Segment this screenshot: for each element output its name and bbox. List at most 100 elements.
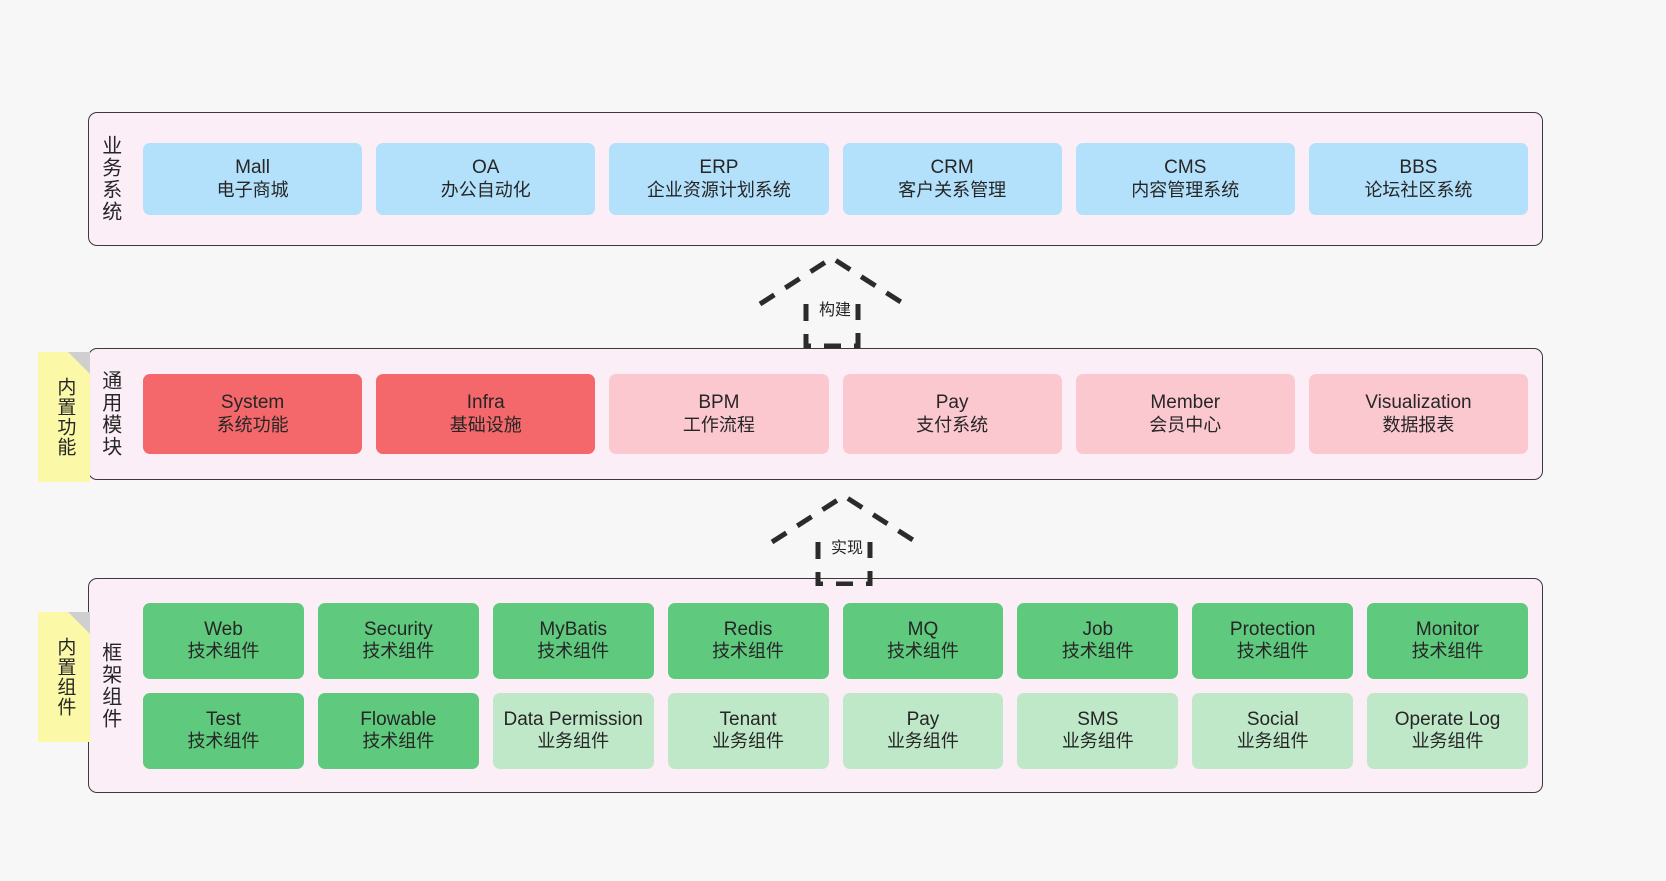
card-crm[interactable]: CRM 客户关系管理 (842, 143, 1062, 215)
card-subtitle: 技术组件 (187, 641, 260, 662)
card-bpm[interactable]: BPM 工作流程 (609, 374, 829, 454)
card-web[interactable]: Web 技术组件 (143, 602, 304, 679)
card-title: Redis (723, 618, 773, 640)
card-title: Test (206, 708, 241, 730)
card-mybatis[interactable]: MyBatis 技术组件 (492, 602, 654, 679)
layer-framework-components-label: 框架组件 (98, 641, 121, 730)
common-modules-card-grid: System 系统功能 Infra 基础设施 BPM 工作流程 Pay 支付系统… (129, 349, 1542, 479)
card-subtitle: 数据报表 (1382, 414, 1455, 435)
card-title: Social (1246, 708, 1299, 730)
card-bbs[interactable]: BBS 论坛社区系统 (1308, 143, 1529, 215)
layer-business-systems-label: 业务系统 (98, 135, 121, 223)
card-subtitle: 业务组件 (1061, 731, 1134, 752)
card-pay-component[interactable]: Pay 业务组件 (842, 692, 1004, 769)
card-subtitle: 客户关系管理 (898, 179, 1007, 200)
card-data-permission[interactable]: Data Permission 业务组件 (492, 692, 654, 769)
card-operate-log[interactable]: Operate Log 业务组件 (1367, 692, 1528, 769)
connector-build-glyph (758, 255, 906, 348)
card-title: OA (472, 157, 500, 179)
connector-implement: 实现 (768, 490, 920, 586)
note-builtin-functions: 内置功能 (38, 352, 90, 482)
card-oa[interactable]: OA 办公自动化 (376, 143, 596, 215)
card-erp[interactable]: ERP 企业资源计划系统 (609, 143, 829, 215)
card-subtitle: 技术组件 (1061, 641, 1134, 662)
card-subtitle: 企业资源计划系统 (646, 179, 791, 200)
card-subtitle: 电子商城 (216, 179, 289, 200)
card-mq[interactable]: MQ 技术组件 (842, 602, 1004, 679)
layer-framework-components: 框架组件 Web 技术组件 Security 技术组件 MyBatis 技术组件… (88, 578, 1543, 793)
card-mall[interactable]: Mall 电子商城 (143, 143, 363, 215)
card-subtitle: 支付系统 (916, 414, 989, 435)
card-monitor[interactable]: Monitor 技术组件 (1367, 602, 1528, 679)
card-subtitle: 业务组件 (1236, 731, 1309, 752)
card-redis[interactable]: Redis 技术组件 (667, 602, 829, 679)
card-title: Member (1150, 392, 1221, 414)
card-title: Data Permission (503, 708, 643, 730)
card-title: BBS (1399, 157, 1438, 179)
layer-common-modules: 通用模块 System 系统功能 Infra 基础设施 BPM 工作流程 Pay… (88, 348, 1543, 480)
card-title: BPM (698, 392, 740, 414)
card-subtitle: 业务组件 (886, 731, 959, 752)
note-builtin-functions-label: 内置功能 (54, 377, 76, 457)
card-title: MyBatis (539, 618, 607, 640)
card-subtitle: 业务组件 (537, 731, 610, 752)
card-security[interactable]: Security 技术组件 (317, 602, 479, 679)
card-subtitle: 系统功能 (216, 414, 289, 435)
card-title: CMS (1164, 157, 1207, 179)
note-builtin-components-label: 内置组件 (54, 637, 76, 717)
card-subtitle: 业务组件 (712, 731, 785, 752)
card-title: Security (363, 618, 433, 640)
card-title: Monitor (1415, 618, 1480, 640)
card-test[interactable]: Test 技术组件 (143, 692, 304, 769)
card-subtitle: 工作流程 (682, 414, 755, 435)
card-title: Tenant (719, 708, 777, 730)
card-system[interactable]: System 系统功能 (143, 374, 363, 454)
card-title: Mall (235, 157, 270, 179)
card-subtitle: 技术组件 (1411, 641, 1484, 662)
connector-implement-label: 实现 (831, 540, 864, 557)
card-infra[interactable]: Infra 基础设施 (376, 374, 596, 454)
card-title: Flowable (360, 708, 437, 730)
card-pay-module[interactable]: Pay 支付系统 (842, 374, 1062, 454)
card-title: Pay (935, 392, 969, 414)
card-title: CRM (930, 157, 974, 179)
common-modules-row: System 系统功能 Infra 基础设施 BPM 工作流程 Pay 支付系统… (143, 374, 1529, 454)
card-subtitle: 基础设施 (449, 414, 522, 435)
card-title: Web (204, 618, 243, 640)
framework-components-card-grid: Web 技术组件 Security 技术组件 MyBatis 技术组件 Redi… (129, 579, 1542, 792)
card-title: Infra (466, 392, 505, 414)
business-systems-card-grid: Mall 电子商城 OA 办公自动化 ERP 企业资源计划系统 CRM 客户关系… (129, 113, 1542, 245)
card-cms[interactable]: CMS 内容管理系统 (1075, 143, 1295, 215)
card-subtitle: 技术组件 (537, 641, 610, 662)
card-title: SMS (1077, 708, 1119, 730)
layer-business-systems: 业务系统 Mall 电子商城 OA 办公自动化 ERP 企业资源计划系统 CRM… (88, 112, 1543, 246)
note-builtin-components: 内置组件 (38, 612, 90, 742)
card-sms[interactable]: SMS 业务组件 (1017, 692, 1179, 769)
card-subtitle: 技术组件 (362, 731, 435, 752)
connector-build-label: 构建 (819, 302, 852, 319)
card-job[interactable]: Job 技术组件 (1017, 602, 1179, 679)
card-flowable[interactable]: Flowable 技术组件 (317, 692, 479, 769)
card-title: MQ (907, 618, 939, 640)
card-subtitle: 办公自动化 (440, 179, 531, 200)
card-subtitle: 业务组件 (1411, 731, 1484, 752)
card-visualization[interactable]: Visualization 数据报表 (1308, 374, 1529, 454)
card-title: System (220, 392, 285, 414)
business-systems-row: Mall 电子商城 OA 办公自动化 ERP 企业资源计划系统 CRM 客户关系… (143, 143, 1529, 215)
card-member[interactable]: Member 会员中心 (1075, 374, 1295, 454)
card-title: Pay (906, 708, 940, 730)
card-title: Visualization (1365, 392, 1472, 414)
card-tenant[interactable]: Tenant 业务组件 (667, 692, 829, 769)
card-title: Operate Log (1394, 708, 1501, 730)
card-subtitle: 内容管理系统 (1131, 179, 1240, 200)
card-title: Job (1082, 618, 1114, 640)
card-subtitle: 技术组件 (1236, 641, 1309, 662)
card-protection[interactable]: Protection 技术组件 (1192, 602, 1354, 679)
card-title: ERP (699, 157, 739, 179)
card-subtitle: 技术组件 (712, 641, 785, 662)
card-subtitle: 论坛社区系统 (1364, 179, 1473, 200)
connector-implement-glyph (770, 493, 918, 586)
card-social[interactable]: Social 业务组件 (1192, 692, 1354, 769)
card-subtitle: 会员中心 (1149, 414, 1222, 435)
